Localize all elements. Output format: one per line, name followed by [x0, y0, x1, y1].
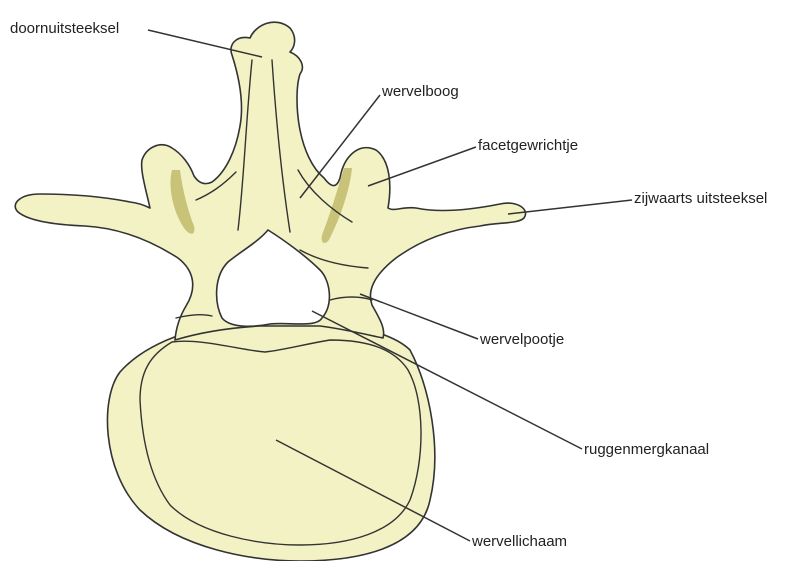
label-spinal-canal: ruggenmergkanaal [584, 441, 709, 458]
label-vertebral-body: wervellichaam [471, 533, 567, 550]
label-pedicle: wervelpootje [479, 331, 564, 348]
leader-transverse-process [508, 200, 632, 214]
label-spinous-process: doornuitsteeksel [10, 20, 119, 37]
label-transverse-process: zijwaarts uitsteeksel [634, 190, 767, 207]
label-facet-joint: facetgewrichtje [478, 137, 578, 154]
label-vertebral-arch: wervelboog [381, 83, 459, 100]
